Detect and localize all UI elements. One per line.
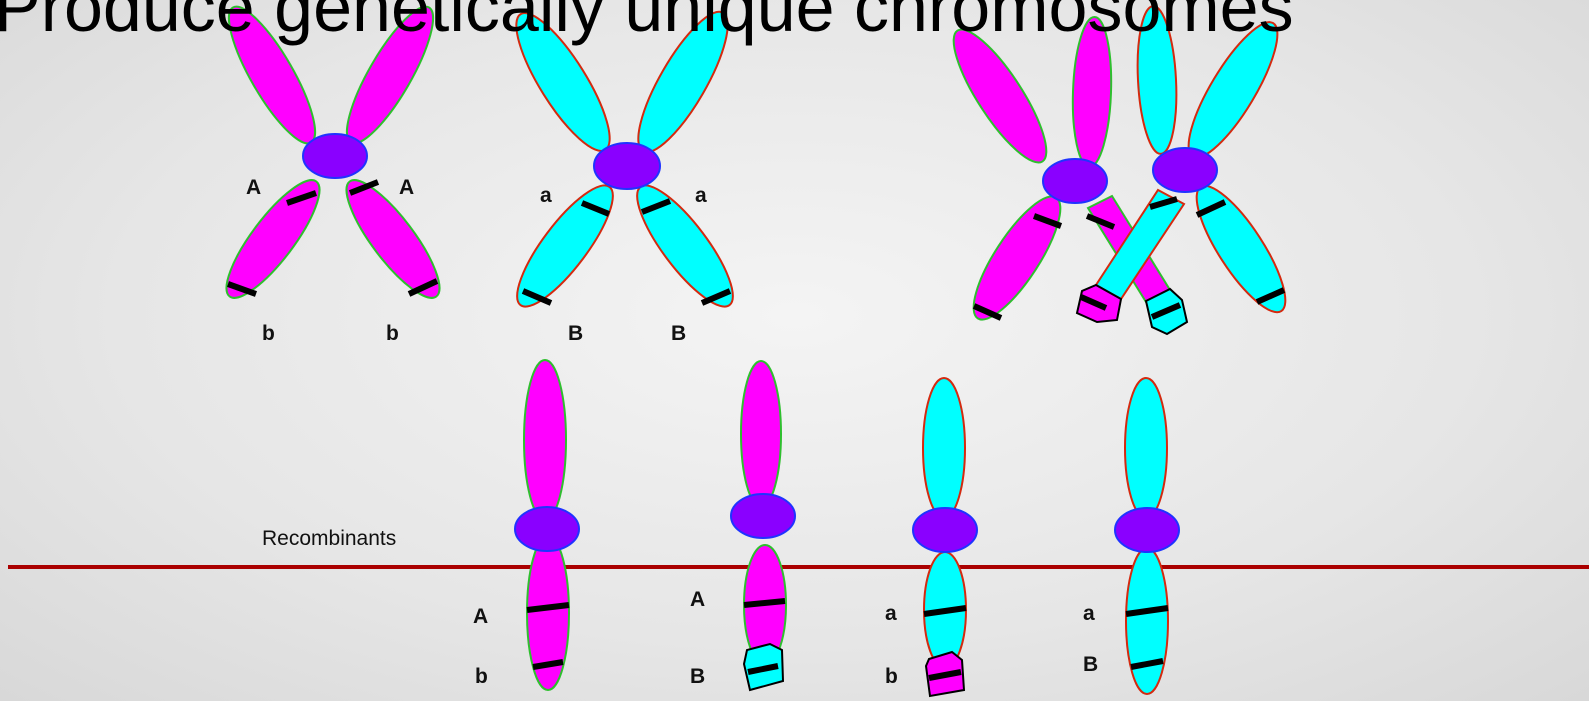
upper-arm [524, 360, 566, 520]
upper-arm [923, 378, 965, 518]
recombinant-3 [913, 378, 977, 696]
recombinant-4-lower-label: B [1083, 653, 1098, 676]
gene-label: A [399, 176, 414, 199]
recombinant-2 [731, 361, 795, 690]
parent-chromosome-cyan [501, 1, 747, 318]
slide-title: Produce genetically unique chromosomes [0, 0, 1294, 42]
recombinant-3-lower-label: b [885, 665, 898, 688]
centromere [303, 134, 367, 178]
centromere [913, 508, 977, 552]
centromere [1115, 508, 1179, 552]
recombinant-3-upper-label: a [885, 602, 897, 625]
recombinants-label: Recombinants [262, 527, 396, 550]
lower-arm [1126, 548, 1168, 694]
gene-label: a [540, 184, 552, 207]
gene-label: b [262, 322, 275, 345]
upper-arm [741, 361, 781, 507]
recombinant-2-upper-label: A [690, 588, 705, 611]
lower-arm-right [623, 174, 747, 319]
gene-label: a [695, 184, 707, 207]
recombinant-2-lower-label: B [690, 665, 705, 688]
gene-label: A [246, 176, 261, 199]
centromere-magenta [1043, 159, 1107, 203]
recombinant-4 [1115, 378, 1179, 694]
recombinant-1 [515, 360, 579, 690]
recombinant-1-upper-label: A [473, 605, 488, 628]
centromere-cyan [1153, 148, 1217, 192]
upper-arm [1125, 378, 1167, 518]
recombinant-1-lower-label: b [475, 665, 488, 688]
centromere [594, 143, 660, 189]
centromere [515, 507, 579, 551]
recombinant-4-upper-label: a [1083, 602, 1095, 625]
crossover-pair [939, 5, 1300, 334]
gene-label: B [671, 322, 686, 345]
gene-label: B [568, 322, 583, 345]
gene-label: b [386, 322, 399, 345]
band-A [744, 601, 785, 605]
lower-arm-left [503, 174, 627, 319]
centromere [731, 494, 795, 538]
cyan-lower-arm-right [1182, 175, 1300, 323]
parent-chromosome-magenta [213, 0, 453, 309]
